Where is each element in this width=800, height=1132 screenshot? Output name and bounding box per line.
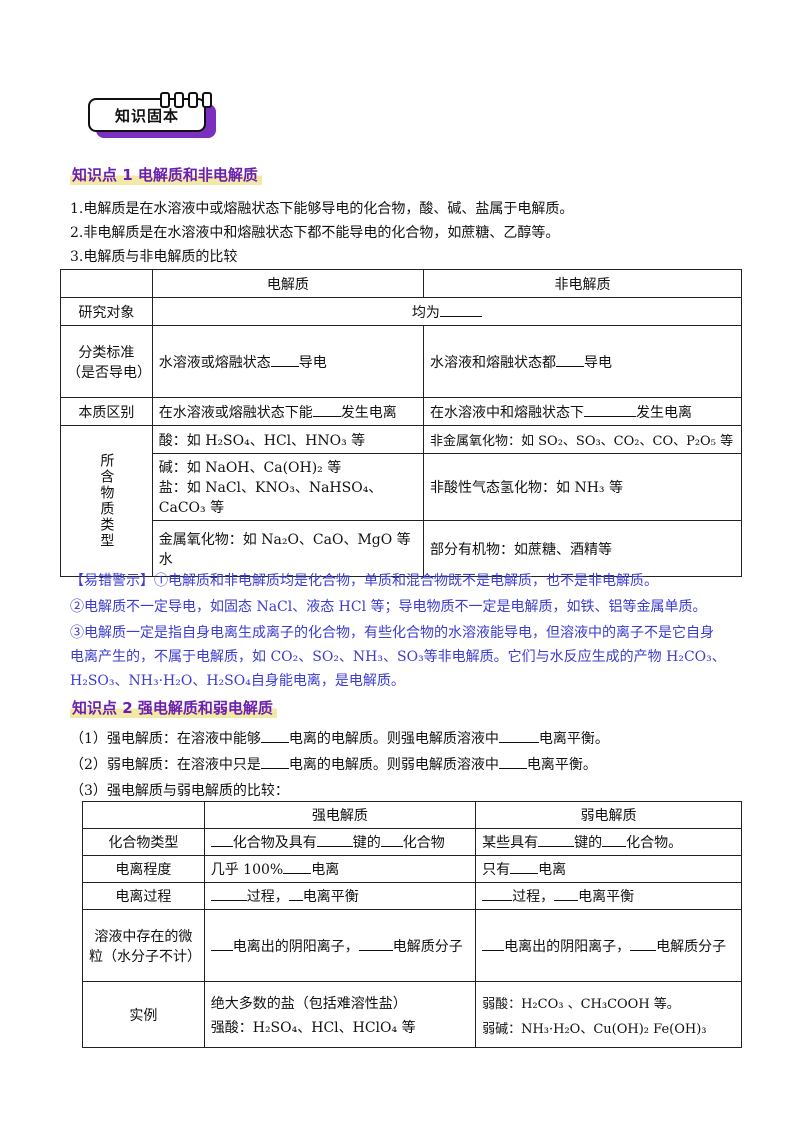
table2-header-strong: 强电解质 [203, 801, 477, 829]
ionization-process-strong: 过程，电离平衡 [203, 882, 477, 910]
examples-weak: 弱酸：H₂CO₃ 、CH₃COOH 等。 弱碱：NH₃·H₂O、Cu(OH)₂ … [475, 981, 742, 1048]
type-hydride: 非酸性气态氢化物：如 NH₃ 等 [423, 453, 742, 521]
warning-note-3: ③电解质一定是指自身电离生成离子的化合物，有些化合物的水溶液能导电，但溶液中的离… [70, 625, 714, 641]
table1-header-electrolyte: 电解质 [151, 269, 425, 298]
paragraph-1: 1.电解质是在水溶液中或熔融状态下能够导电的化合物，酸、碱、盐属于电解质。 [70, 201, 574, 217]
paragraph-3: 3.电解质与非电解质的比较 [70, 249, 238, 265]
particles-weak: 电离出的阴阳离子，电解质分子 [475, 909, 742, 982]
warning-note-2: ②电解质不一定导电，如固态 NaCl、液态 HCl 等；导电物质不一定是电解质，… [70, 599, 707, 615]
electrolyte-comparison-table: 电解质 非电解质 研究对象 均为 分类标准（是否导电） 水溶液或熔融状态导电 水… [60, 269, 743, 577]
warning-note-4: 电离产生的，不属于电解质，如 CO₂、SO₂、NH₃、SO₃等非电解质。它们与水… [70, 649, 726, 665]
section-1-title: 知识点 1 电解质和非电解质 [70, 164, 262, 185]
essence-electrolyte: 在水溶液或熔融状态下能发生电离 [151, 397, 425, 426]
standard-electrolyte: 水溶液或熔融状态导电 [151, 325, 425, 398]
ionization-degree-weak: 只有电离 [475, 855, 742, 883]
standard-nonelectrolyte: 水溶液和熔融状态都导电 [423, 325, 742, 398]
table1-header-nonelectrolyte: 非电解质 [423, 269, 742, 298]
row-label-compound-type: 化合物类型 [82, 828, 205, 856]
weak-electrolyte-definition: （2）弱电解质：在溶液中只是电离的电解质。则弱电解质溶液中电离平衡。 [70, 757, 597, 773]
row-label-ionization-degree: 电离程度 [82, 855, 205, 883]
comparison-intro: （3）强电解质与弱电解质的比较： [70, 783, 289, 799]
warning-note-1: 【易错警示】①电解质和非电解质均是化合物，单质和混合物既不是电解质，也不是非电解… [70, 573, 658, 589]
particles-strong: 电离出的阴阳离子，电解质分子 [203, 909, 477, 982]
section-badge: 知识固本 [88, 92, 218, 142]
row-label-standard: 分类标准（是否导电） [60, 325, 153, 398]
section-2-title: 知识点 2 强电解质和弱电解质 [70, 697, 277, 718]
row-label-ionization-process: 电离过程 [82, 882, 205, 910]
strong-weak-comparison-table: 强电解质 弱电解质 化合物类型 化合物及具有键的化合物 某些具有键的化合物。 电… [82, 801, 742, 1048]
strong-electrolyte-definition: （1）强电解质：在溶液中能够电离的电解质。则强电解质溶液中电离平衡。 [70, 731, 609, 747]
row-label-subject: 研究对象 [60, 297, 153, 326]
table2-corner [82, 801, 205, 829]
compound-type-weak: 某些具有键的化合物。 [475, 828, 742, 856]
badge-label: 知识固本 [88, 98, 206, 132]
row-label-examples: 实例 [82, 981, 205, 1048]
ionization-process-weak: 过程，电离平衡 [475, 882, 742, 910]
type-organic: 部分有机物：如蔗糖、酒精等 [423, 520, 742, 577]
warning-note-5: H₂SO₃、NH₃·H₂O、H₂SO₄自身能电离，是电解质。 [70, 673, 405, 689]
essence-nonelectrolyte: 在水溶液中和熔融状态下发生电离 [423, 397, 742, 426]
subject-value: 均为 [151, 297, 743, 326]
compound-type-strong: 化合物及具有键的化合物 [203, 828, 477, 856]
row-label-particles: 溶液中存在的微粒（水分子不计） [82, 909, 205, 982]
table2-header-weak: 弱电解质 [475, 801, 742, 829]
type-metal-oxide-water: 金属氧化物：如 Na₂O、CaO、MgO 等 水 [151, 520, 425, 577]
paragraph-2: 2.非电解质是在水溶液中和熔融状态下都不能导电的化合物，如蔗糖、乙醇等。 [70, 225, 560, 241]
type-nonmetal-oxide: 非金属氧化物：如 SO₂、SO₃、CO₂、CO、P₂O₅ 等 [423, 425, 742, 454]
table1-corner [60, 269, 153, 298]
binder-rings-icon [160, 92, 212, 108]
examples-strong: 绝大多数的盐（包括难溶性盐） 强酸：H₂SO₄、HCl、HClO₄ 等 [203, 981, 477, 1048]
ionization-degree-strong: 几乎 100%电离 [203, 855, 477, 883]
row-label-substance-types: 所含物质类型 [60, 425, 153, 577]
type-acid: 酸：如 H₂SO₄、HCl、HNO₃ 等 [151, 425, 425, 454]
row-label-essence: 本质区别 [60, 397, 153, 426]
type-base-salt: 碱：如 NaOH、Ca(OH)₂ 等 盐：如 NaCl、KNO₃、NaHSO₄、… [151, 453, 425, 521]
